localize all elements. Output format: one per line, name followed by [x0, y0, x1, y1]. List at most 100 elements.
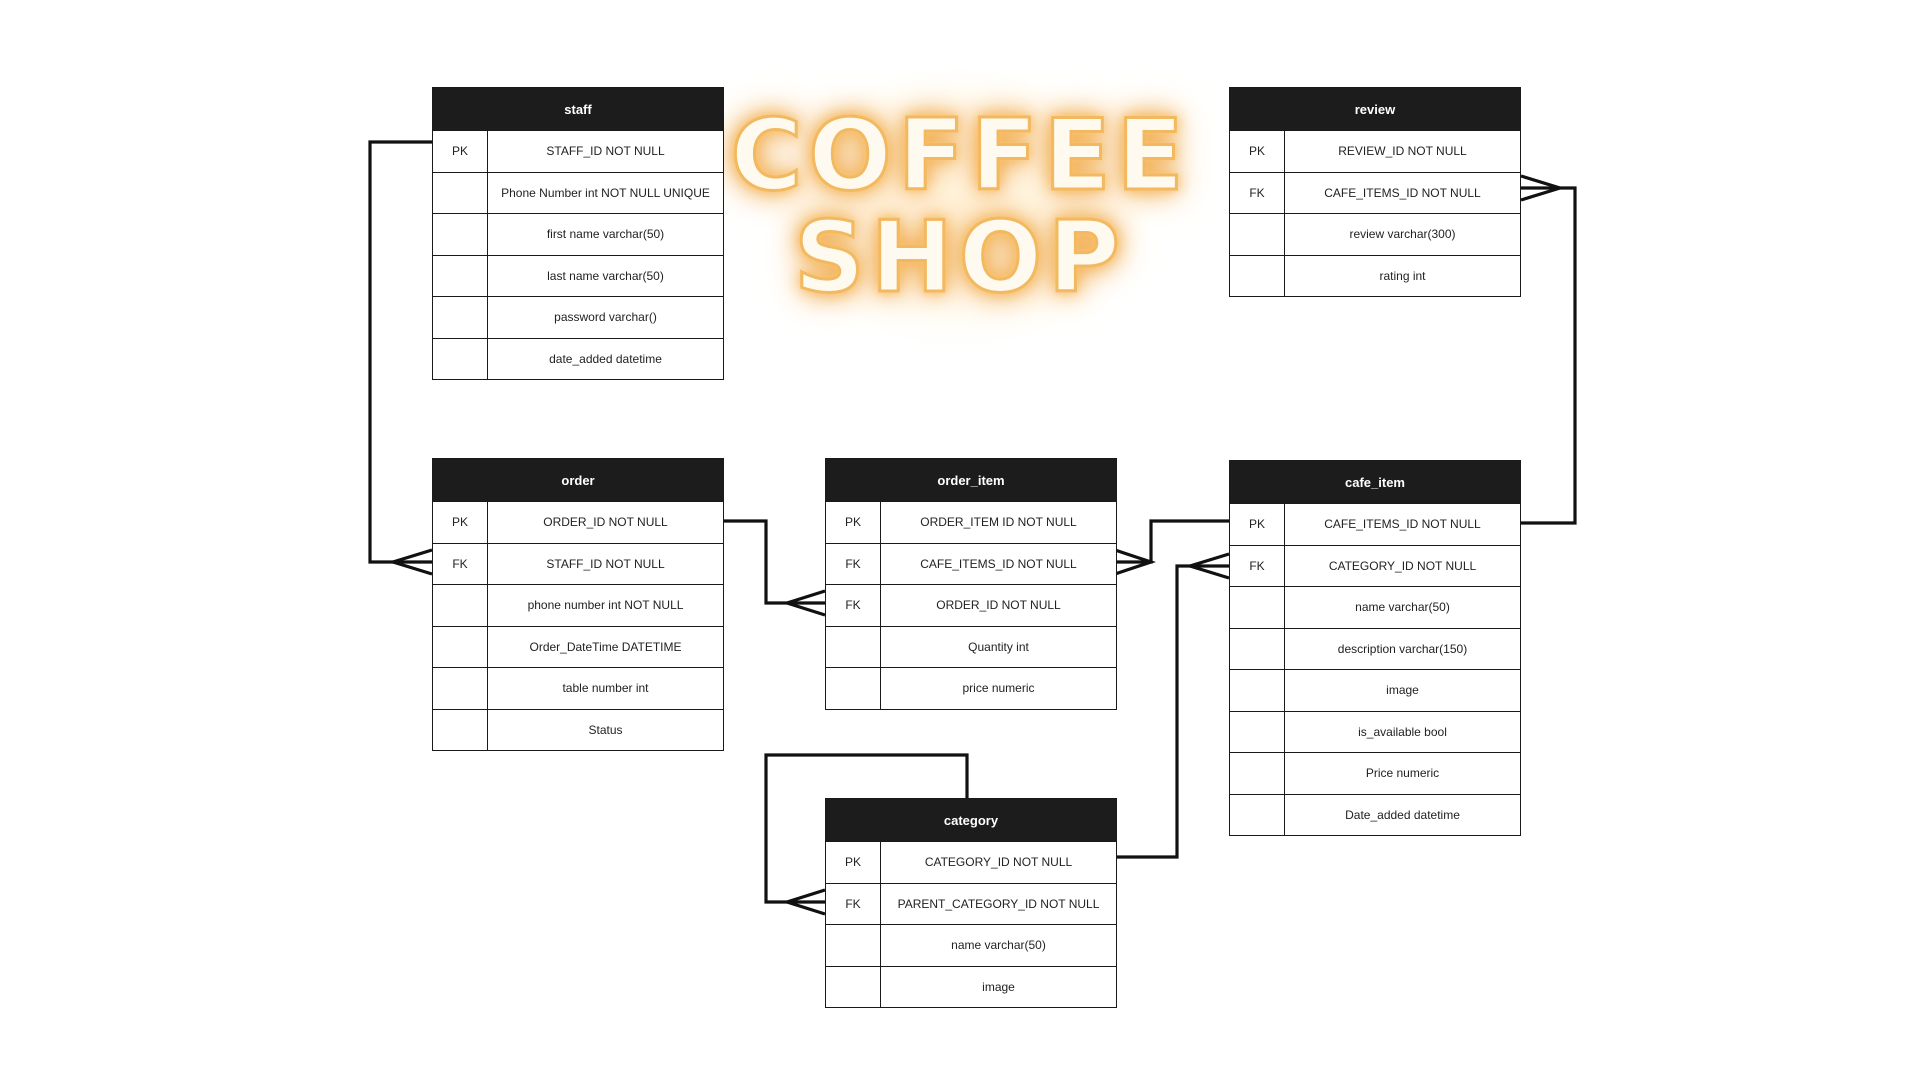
attribute-row: FK CATEGORY_ID NOT NULL — [1230, 544, 1520, 586]
field-cell: name varchar(50) — [951, 938, 1046, 953]
key-cell: FK — [826, 883, 881, 924]
rel-staff-order-crowfoot — [387, 548, 433, 576]
key-cell: FK — [826, 585, 881, 626]
entity-header: review — [1230, 88, 1520, 130]
field-cell: last name varchar(50) — [547, 268, 664, 283]
field-cell: ORDER_ID NOT NULL — [543, 515, 668, 530]
rel-cafeitem-orderitem-crowfoot — [1114, 548, 1157, 576]
rel-staff-order-line — [368, 140, 432, 564]
field-cell: first name varchar(50) — [546, 227, 665, 242]
field-cell: password varchar() — [554, 310, 657, 325]
attribute-row: name varchar(50) — [1230, 586, 1520, 628]
attribute-row: date_added datetime — [433, 337, 723, 379]
key-cell: PK — [826, 502, 881, 543]
key-cell — [433, 172, 488, 213]
field-cell: REVIEW_ID NOT NULL — [1338, 144, 1467, 159]
entity-order-item: order_item PK ORDER_ITEM ID NOT NULL FK CAF… — [825, 458, 1117, 710]
key-cell — [433, 214, 488, 255]
attribute-row: table number int — [433, 667, 723, 709]
field-cell: CAFE_ITEMS_ID NOT NULL — [920, 556, 1077, 571]
key-cell — [433, 626, 488, 667]
entity-cafe-item: cafe_item PK CAFE_ITEMS_ID NOT NULL FK CATE… — [1229, 460, 1521, 836]
attribute-row: PK ORDER_ITEM ID NOT NULL — [826, 501, 1116, 543]
attribute-row: Phone Number int NOT NULL UNIQUE — [433, 171, 723, 213]
attribute-row: PK ORDER_ID NOT NULL — [433, 501, 723, 543]
attribute-row: image — [1230, 669, 1520, 711]
coffee-shop-neon-logo: COFFEE SHOP — [729, 62, 1185, 352]
field-cell: date_added datetime — [549, 351, 662, 366]
field-cell: image — [982, 979, 1015, 994]
key-cell: FK — [826, 543, 881, 584]
key-cell: PK — [433, 502, 488, 543]
key-cell — [433, 668, 488, 709]
attribute-row: phone number int NOT NULL — [433, 584, 723, 626]
field-cell: CATEGORY_ID NOT NULL — [924, 855, 1073, 870]
field-cell: CAFE_ITEMS_ID NOT NULL — [1324, 517, 1481, 532]
key-cell — [1230, 670, 1285, 711]
attribute-row: Status — [433, 708, 723, 750]
field-cell: name varchar(50) — [1355, 600, 1450, 615]
key-cell — [1230, 255, 1285, 296]
logo-line-shop: SHOP — [793, 201, 1126, 315]
field-cell: PARENT_CATEGORY_ID NOT NULL — [897, 896, 1100, 911]
field-cell: Quantity int — [968, 639, 1029, 654]
field-cell: is_available bool — [1358, 724, 1447, 739]
field-cell: Order_DateTime DATETIME — [529, 639, 682, 654]
logo-line-coffee: COFFEE — [729, 99, 1190, 213]
key-cell — [433, 338, 488, 379]
key-cell — [826, 668, 881, 709]
attribute-row: FK PARENT_CATEGORY_ID NOT NULL — [826, 882, 1116, 924]
key-cell — [1230, 794, 1285, 835]
key-cell — [826, 966, 881, 1007]
entity-header: category — [826, 799, 1116, 841]
rel-category-cafeitem-crowfoot — [1184, 552, 1230, 580]
key-cell — [1230, 628, 1285, 669]
key-cell — [1230, 214, 1285, 255]
field-cell: CATEGORY_ID NOT NULL — [1328, 558, 1477, 573]
rel-order-orderitem-crowfoot — [781, 589, 826, 617]
key-cell: PK — [1230, 504, 1285, 545]
attribute-row: is_available bool — [1230, 710, 1520, 752]
key-cell — [1230, 711, 1285, 752]
key-cell: FK — [1230, 545, 1285, 586]
attribute-row: PK CAFE_ITEMS_ID NOT NULL — [1230, 503, 1520, 545]
entity-header: staff — [433, 88, 723, 130]
rel-cafeitem-orderitem-line — [1115, 519, 1229, 564]
entity-header: cafe_item — [1230, 461, 1520, 503]
field-cell: image — [1386, 683, 1419, 698]
field-cell: review varchar(300) — [1349, 227, 1456, 242]
attribute-row: FK CAFE_ITEMS_ID NOT NULL — [826, 542, 1116, 584]
entity-header: order_item — [826, 459, 1116, 501]
attribute-row: last name varchar(50) — [433, 254, 723, 296]
key-cell — [1230, 753, 1285, 794]
entity-header: order — [433, 459, 723, 501]
attribute-row: name varchar(50) — [826, 924, 1116, 966]
attribute-row: password varchar() — [433, 296, 723, 338]
field-cell: ORDER_ID NOT NULL — [936, 598, 1061, 613]
key-cell — [1230, 587, 1285, 628]
attribute-row: Order_DateTime DATETIME — [433, 625, 723, 667]
field-cell: Price numeric — [1365, 766, 1440, 781]
rel-category-self-crowfoot — [781, 888, 826, 916]
field-cell: ORDER_ITEM ID NOT NULL — [920, 515, 1077, 530]
key-cell: FK — [433, 543, 488, 584]
attribute-row: first name varchar(50) — [433, 213, 723, 255]
attribute-row: Price numeric — [1230, 752, 1520, 794]
attribute-row: image — [826, 965, 1116, 1007]
attribute-row: Date_added datetime — [1230, 793, 1520, 835]
key-cell — [826, 925, 881, 966]
field-cell: price numeric — [962, 681, 1035, 696]
field-cell: phone number int NOT NULL — [527, 598, 684, 613]
field-cell: Phone Number int NOT NULL UNIQUE — [501, 185, 710, 200]
attribute-row: Quantity int — [826, 625, 1116, 667]
key-cell — [433, 585, 488, 626]
rel-cafeitem-review-crowfoot — [1520, 174, 1566, 202]
